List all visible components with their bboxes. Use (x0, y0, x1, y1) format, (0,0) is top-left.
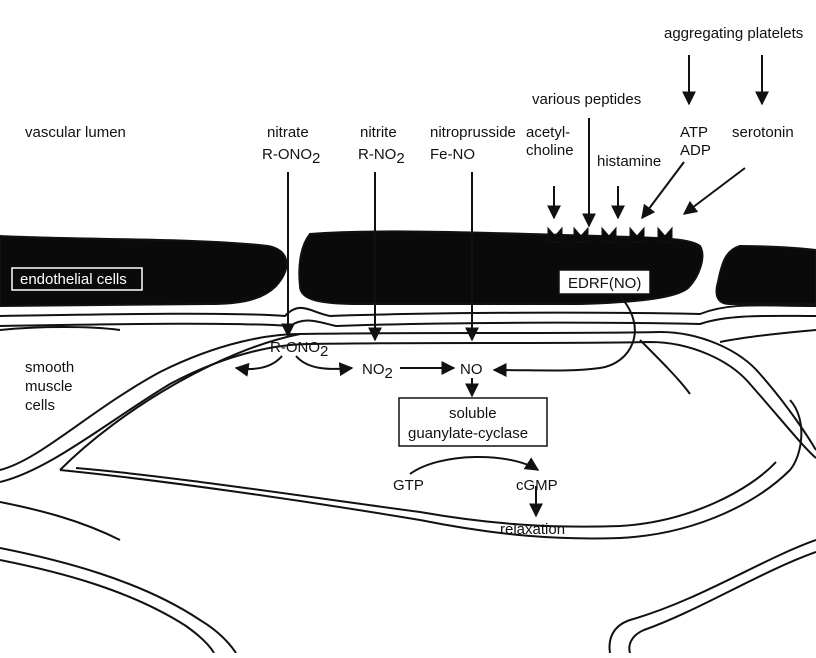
vascular-lumen-label: vascular lumen (25, 124, 126, 141)
acetylcholine-label-2: choline (526, 142, 574, 159)
rono2-label: R-ONO2 (270, 339, 328, 360)
atp-arrow (642, 162, 684, 218)
histamine-label: histamine (597, 153, 661, 170)
gtp-label: GTP (393, 477, 424, 494)
aggregating-platelets-label: aggregating platelets (664, 25, 803, 42)
nitrate-formula: R-ONO2 (262, 146, 320, 167)
membrane-line-lower (0, 316, 816, 326)
acetylcholine-label-1: acetyl- (526, 124, 570, 141)
nitrite-label: nitrite (360, 124, 397, 141)
lower-cell-right-inner (629, 552, 816, 653)
lower-cell-left-2 (0, 502, 120, 540)
lower-cell-right (610, 540, 816, 653)
rono2-left-arrow (236, 356, 282, 369)
receptor-3 (602, 228, 616, 242)
atp-label: ATP (680, 124, 708, 141)
membrane-line-upper (0, 305, 816, 316)
endothelial-cell-right (717, 246, 816, 304)
receptor-4 (630, 228, 644, 242)
various-peptides-label: various peptides (532, 91, 641, 108)
right-cell-edge-2 (640, 340, 690, 394)
relaxation-label: relaxation (500, 521, 565, 538)
guanylate-label-2: guanylate-cyclase (408, 425, 528, 442)
adp-label: ADP (680, 142, 711, 159)
right-cell-edge (720, 330, 816, 342)
guanylate-label-1: soluble (449, 405, 497, 422)
serotonin-arrow (684, 168, 745, 214)
smooth-muscle-label-2: muscle (25, 378, 73, 395)
no-label: NO (460, 361, 483, 378)
serotonin-label: serotonin (732, 124, 794, 141)
gtp-to-cgmp-arrow (410, 457, 538, 474)
cgmp-label: cGMP (516, 477, 558, 494)
no2-label: NO2 (362, 361, 393, 382)
fe-no-label: Fe-NO (430, 146, 475, 163)
edrf-label: EDRF(NO) (568, 275, 641, 292)
smooth-muscle-label-1: smooth (25, 359, 74, 376)
endothelial-cells-label: endothelial cells (20, 271, 127, 288)
main-cell-outline-inner (76, 462, 776, 527)
left-cell-edge (0, 327, 120, 330)
nitrite-formula: R-NO2 (358, 146, 405, 167)
smooth-muscle-label-3: cells (25, 397, 55, 414)
receptor-5 (658, 228, 672, 242)
endothelial-layer (0, 228, 816, 306)
lower-cell-left-inner (0, 560, 214, 653)
nitrate-label: nitrate (267, 124, 309, 141)
nitroprusside-label: nitroprusside (430, 124, 516, 141)
